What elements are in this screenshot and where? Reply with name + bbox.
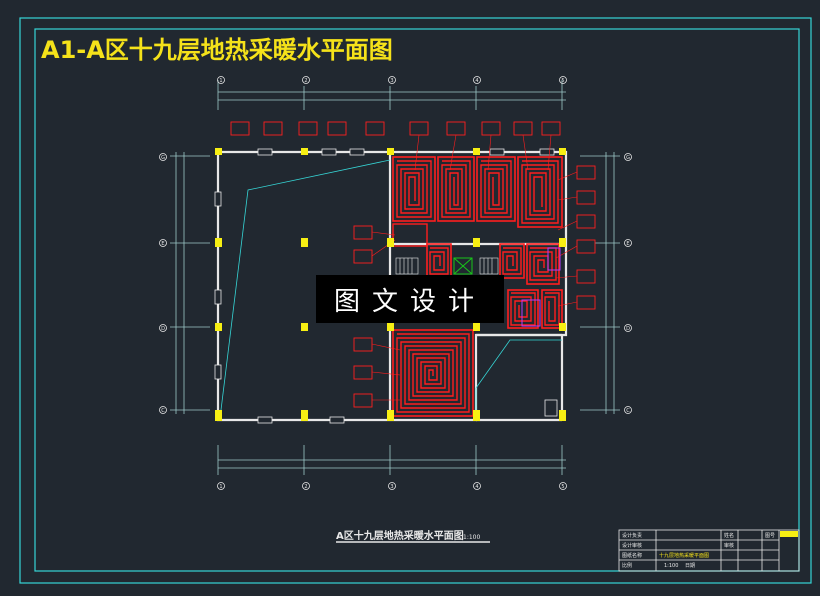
axis-bubbles-top (217, 76, 567, 84)
drawing-scale: 1:100 (463, 534, 480, 541)
tb-r2c3: 审核 (724, 542, 734, 549)
tb-r3c2: 十九层地热采暖平面图 (659, 552, 709, 559)
inner-frame (34, 28, 800, 572)
loop-tags (230, 121, 596, 408)
dimension-bottom (217, 445, 566, 475)
tb-r3c1: 图纸名称 (622, 552, 642, 559)
axis-bubbles-bottom (217, 482, 567, 490)
axis-label-left-c: C (161, 408, 165, 414)
stair (395, 257, 499, 275)
axis-label-left-g: G (161, 155, 165, 161)
tb-r4c1: 比例 (622, 562, 632, 569)
tb-r4c3: 日期 (685, 563, 695, 569)
tb-r1c1: 设计负责 (622, 532, 642, 539)
drawing-title: A1-A区十九层地热采暖水平面图 (41, 36, 393, 64)
axis-label-bottom-4: 4 (475, 484, 478, 490)
tb-r2c1: 设计审核 (622, 542, 642, 549)
axis-label-right-d: D (626, 326, 630, 332)
axis-bubbles-right (624, 153, 632, 414)
axis-label-bottom-3: 3 (390, 484, 393, 490)
watermark: 图文设计 (316, 275, 504, 323)
tb-r1c3: 姓名 (724, 532, 734, 539)
axis-label-bottom-2: 2 (304, 484, 307, 490)
drawing-subtitle: A区十九层地热采暖水平面图 (336, 529, 464, 542)
dimension-right (580, 152, 620, 414)
outer-frame (19, 17, 812, 584)
axis-bubbles-left (159, 153, 167, 414)
axis-label-top-2: 2 (304, 78, 307, 84)
axis-label-top-5: 5 (561, 78, 564, 84)
title-block-highlight (780, 531, 798, 537)
axis-label-right-c: C (626, 408, 630, 414)
axis-label-left-e: E (161, 241, 164, 247)
dimension-top (217, 80, 566, 110)
axis-label-right-g: G (626, 155, 630, 161)
axis-label-top-3: 3 (390, 78, 393, 84)
axis-label-right-e: E (626, 241, 629, 247)
columns (215, 148, 566, 421)
title-block (618, 529, 800, 572)
manifold-box (521, 247, 561, 327)
heating-coils (392, 156, 563, 417)
tb-r1c5: 图号 (765, 533, 775, 539)
axis-label-top-4: 4 (475, 78, 478, 84)
axis-label-left-d: D (161, 326, 165, 332)
axis-label-top-1: 1 (219, 78, 222, 84)
tb-r4c2: 1:100 (664, 563, 678, 569)
pipe-links (220, 159, 562, 411)
window-marks (214, 148, 558, 424)
axis-label-bottom-1: 1 (219, 484, 222, 490)
elevator-shaft (453, 257, 473, 275)
axis-label-bottom-5: 5 (561, 484, 564, 490)
dimension-left (170, 152, 210, 414)
